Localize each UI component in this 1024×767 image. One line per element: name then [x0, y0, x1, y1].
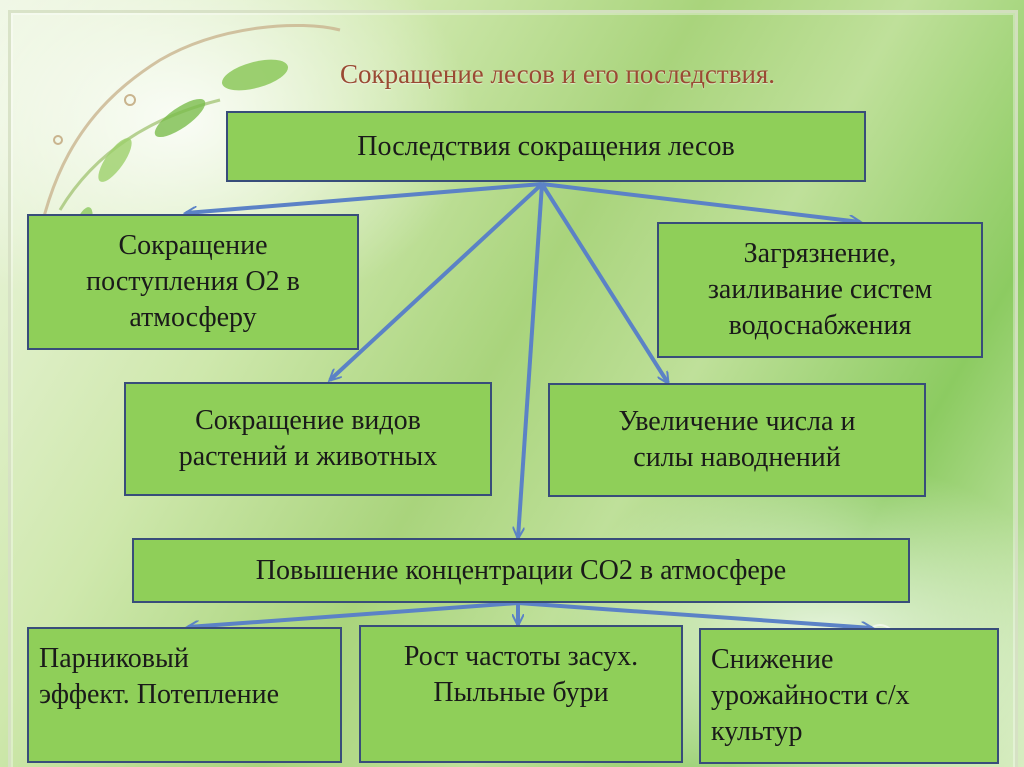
oxygen-box: Сокращение поступления O2 в атмосферу: [27, 214, 359, 350]
water-box: Загрязнение, заиливание систем водоснабж…: [657, 222, 983, 358]
co2-box: Повышение концентрации CO2 в атмосфере: [132, 538, 910, 603]
root-box: Последствия сокращения лесов: [226, 111, 866, 182]
slide-frame: [8, 10, 1018, 767]
floods-box: Увеличение числа и силы наводнений: [548, 383, 926, 497]
slide-title: Сокращение лесов и его последствия.: [340, 59, 776, 89]
droughts-box: Рост частоты засух. Пыльные бури: [359, 625, 683, 763]
greenhouse-box: Парниковый эффект. Потепление: [27, 627, 342, 763]
species-box: Сокращение видов растений и животных: [124, 382, 492, 496]
yield-box: Снижение урожайности с/х культур: [699, 628, 999, 764]
